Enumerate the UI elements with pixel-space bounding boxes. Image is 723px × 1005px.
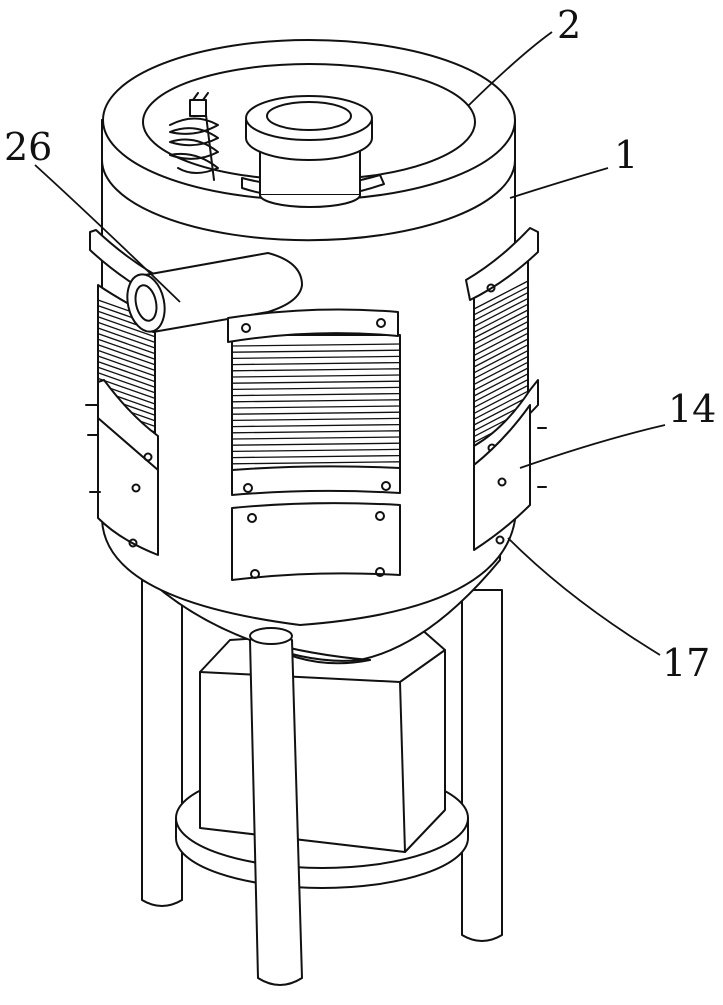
grille-rib [473, 344, 529, 374]
rear-legs [141, 579, 503, 942]
grille-rib [473, 297, 529, 327]
grille-rib [97, 316, 156, 338]
grille-rib [473, 326, 529, 356]
grille-rib [97, 377, 156, 400]
grille-rib [231, 349, 401, 353]
grille-rib [231, 448, 401, 453]
grille-rib [231, 386, 401, 391]
callout-2: 2 [557, 3, 581, 47]
callout-1: 1 [614, 133, 638, 177]
grille-rib [231, 368, 401, 372]
grille-rib [473, 379, 529, 409]
grille-rib [473, 367, 529, 397]
grille-rib [97, 338, 156, 360]
grille-rib [473, 390, 529, 420]
grille-rib [473, 303, 529, 333]
grille-rib [231, 436, 401, 440]
front-legs [249, 627, 303, 986]
grille-rib [97, 321, 156, 344]
grille-rib [231, 411, 401, 415]
grille-rib [231, 361, 401, 366]
grille-rib [231, 442, 401, 446]
grille-rib [231, 430, 401, 434]
grille-rib [231, 392, 401, 397]
grille-rib [473, 292, 529, 322]
spring-icon [169, 92, 219, 181]
grille-rib [97, 360, 156, 383]
grille-rib [473, 332, 529, 362]
grille-rib [231, 417, 401, 422]
grille-rib [231, 380, 401, 384]
grille-rib [231, 405, 401, 409]
grille-rib [473, 355, 529, 385]
grille-rib [473, 350, 529, 380]
central-pipe [241, 95, 385, 208]
grille-rib [231, 423, 401, 428]
grille-rib [231, 355, 401, 360]
callout-26: 26 [4, 125, 52, 169]
grille-rib [473, 309, 529, 339]
callout-14: 14 [668, 387, 716, 431]
grille-rib [97, 349, 156, 372]
grille-rib [473, 396, 529, 426]
callout-17: 17 [662, 641, 710, 685]
grille-rib [97, 366, 156, 388]
grille-rib [97, 332, 156, 355]
grille-rib [473, 321, 529, 351]
grille-rib [231, 343, 401, 347]
grille-rib [97, 355, 156, 377]
grille-rib [231, 374, 401, 378]
grille-rib [473, 286, 529, 316]
leader-lines [34, 31, 666, 656]
grille-rib [97, 372, 156, 394]
grille-rib [231, 454, 401, 459]
grille-rib [473, 361, 529, 391]
grille-rib [231, 461, 401, 465]
center-grille [227, 308, 401, 581]
grille-rib [473, 315, 529, 345]
right-grille [465, 227, 547, 551]
callouts: 2 26 1 14 17 [4, 3, 716, 685]
grille-rib [473, 384, 529, 414]
grille-rib [231, 399, 401, 403]
grille-rib [473, 280, 529, 310]
grille-rib [97, 327, 156, 349]
grille-rib [473, 338, 529, 368]
inlet-pipe [126, 252, 303, 333]
grille-rib [473, 373, 529, 403]
grille-rib [97, 344, 156, 366]
